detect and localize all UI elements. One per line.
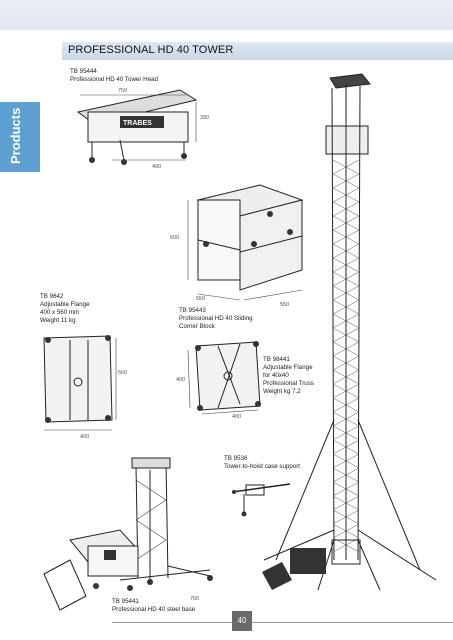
tower-lattice-brace: [332, 187, 360, 203]
tower-lattice-brace: [332, 271, 360, 287]
flange-small-dim-width: 400: [232, 414, 242, 420]
sliding-block-code: TB 95443: [179, 307, 206, 314]
tower-lattice-brace: [332, 383, 360, 399]
tower-lattice-brace: [332, 285, 360, 301]
flange-small-dim-height: 400: [176, 377, 186, 383]
page-title-bar: PROFESSIONAL HD 40 TOWER: [62, 42, 453, 60]
tower-lattice-brace: [332, 229, 360, 245]
flange-small-code: TB 98441: [263, 356, 290, 363]
tower-lattice-brace: [332, 243, 360, 259]
tower-lattice-brace: [332, 355, 360, 371]
page-title: PROFESSIONAL HD 40 TOWER: [68, 44, 234, 56]
page-number: 40: [232, 611, 252, 631]
tower-illustration: [262, 73, 437, 591]
flange-small-illustration: [187, 341, 261, 415]
steel-base-dim: 700: [190, 596, 200, 602]
section-side-tab: Products: [0, 102, 40, 172]
tower-lattice-brace: [332, 201, 360, 217]
tower-lattice-brace: [332, 453, 360, 469]
tower-head-illustration: TRABES: [76, 89, 198, 165]
sliding-block-dim-height: 600: [170, 235, 180, 241]
flange-large-dim-width: 400: [80, 434, 90, 440]
flange-large-code: TB 9642: [40, 293, 64, 300]
flange-small-line2: Adjustable Flange: [263, 364, 313, 371]
tower-head-dim-depth: 400: [152, 164, 162, 170]
tower-head-brand: TRABES: [123, 120, 152, 127]
tower-lattice-brace: [332, 341, 360, 357]
tower-lattice-brace: [332, 327, 360, 343]
sliding-block-dim-depth: 550: [280, 302, 290, 308]
tower-head-dim-height: 300: [200, 115, 210, 121]
tower-lattice-brace: [332, 299, 360, 315]
tower-lattice-brace: [332, 173, 360, 189]
tower-head-dim-width: 750: [118, 88, 128, 94]
tower-lattice-brace: [332, 411, 360, 427]
tower-lattice-brace: [332, 369, 360, 385]
flange-large-illustration: [43, 335, 117, 431]
steel-base-name: Professional HD 40 steel base: [112, 606, 196, 613]
sliding-block-dim-width: 550: [196, 296, 206, 302]
footer-rule: [112, 622, 453, 623]
tower-lattice-brace: [332, 439, 360, 455]
flange-small-line5: Weight kg 7,2: [263, 388, 301, 395]
tower-lattice-brace: [332, 425, 360, 441]
case-support-code: TB 9536: [224, 455, 248, 462]
tower-lattice-brace: [332, 495, 360, 511]
flange-large-dim-height: 560: [118, 370, 128, 376]
tower-lattice-brace: [332, 159, 360, 175]
header-band: [0, 0, 453, 30]
tower-lattice-brace: [332, 523, 360, 539]
case-support-illustration: [231, 483, 291, 517]
flange-small-line4: Professional Truss: [263, 380, 314, 387]
tower-lattice-brace: [332, 313, 360, 329]
steel-base-code: TB 95441: [112, 598, 139, 605]
tower-head-code: TB 95444: [70, 68, 97, 75]
tower-lattice-brace: [332, 481, 360, 497]
steel-base-illustration: [43, 457, 213, 611]
flange-large-line3: 400 x 560 mm: [40, 309, 80, 316]
tower-lattice-brace: [332, 215, 360, 231]
tower-head-name: Professional HD 40 Tower Head: [70, 76, 158, 83]
tower-lattice-brace: [332, 467, 360, 483]
tower-lattice-brace: [332, 509, 360, 525]
sliding-block-illustration: [187, 184, 304, 301]
sliding-block-name-2: Corner Block: [179, 323, 215, 330]
tower-lattice-brace: [332, 257, 360, 273]
flange-large-line4: Weight 11 kg: [40, 317, 76, 324]
flange-small-line3: for 40x40: [263, 372, 289, 379]
flange-large-line2: Adjustable Flange: [40, 301, 90, 308]
case-support-name: Tower-to-hoist case support: [224, 463, 301, 470]
tower-lattice-brace: [332, 397, 360, 413]
sliding-block-name: Professional HD 40 Sliding: [179, 315, 253, 322]
